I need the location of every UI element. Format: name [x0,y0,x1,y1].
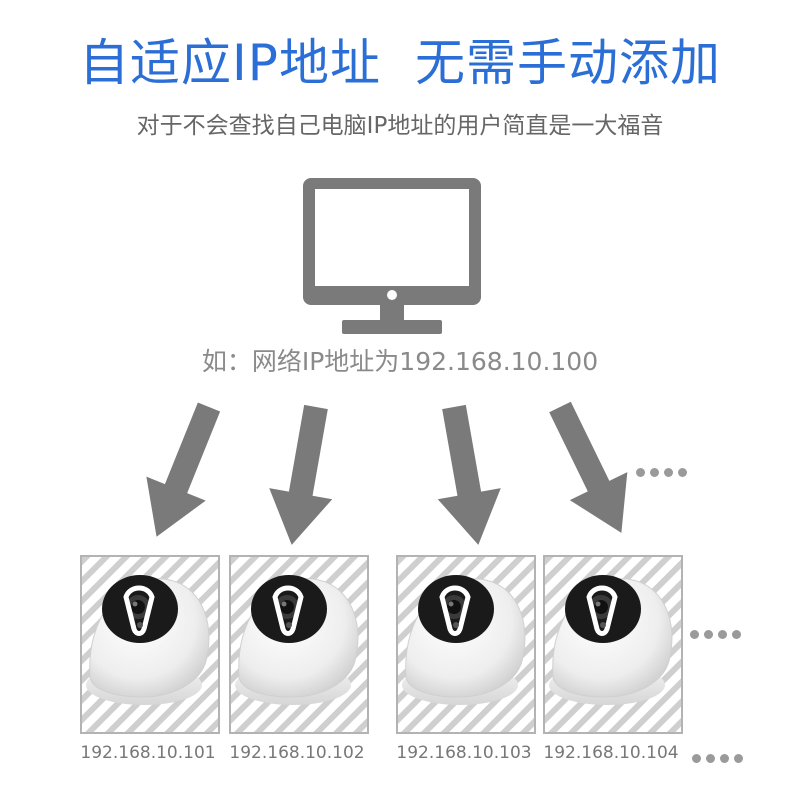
monitor-icon [303,178,481,334]
headline: 自适应IP地址无需手动添加 [0,28,800,98]
arrow-down-icon [422,401,510,545]
arrow-down-icon [126,395,239,545]
camera-tile [543,555,683,734]
camera-tile [80,555,220,734]
ellipsis-dots-icon [692,748,748,767]
camera-tile [396,555,536,734]
ellipsis-dots-icon [690,624,746,643]
headline-part-1: 自适应IP地址 [79,34,381,92]
ellipsis-dots-icon [636,462,692,481]
camera-ip-label: 192.168.10.102 [229,743,365,763]
camera-tile [229,555,369,734]
dome-camera-icon [82,557,218,732]
camera-ip-label: 192.168.10.103 [396,743,532,763]
arrow-down-icon [260,401,348,545]
headline-part-2: 无需手动添加 [414,34,721,92]
subtitle: 对于不会查找自己电脑IP地址的用户简直是一大福音 [136,113,664,139]
dome-camera-icon [545,557,681,732]
network-ip-note: 如：网络IP地址为192.168.10.100 [201,347,599,376]
dome-camera-icon [398,557,534,732]
arrow-down-icon [531,395,651,545]
camera-ip-label: 192.168.10.101 [80,743,216,763]
dome-camera-icon [231,557,367,732]
camera-ip-label: 192.168.10.104 [543,743,679,763]
